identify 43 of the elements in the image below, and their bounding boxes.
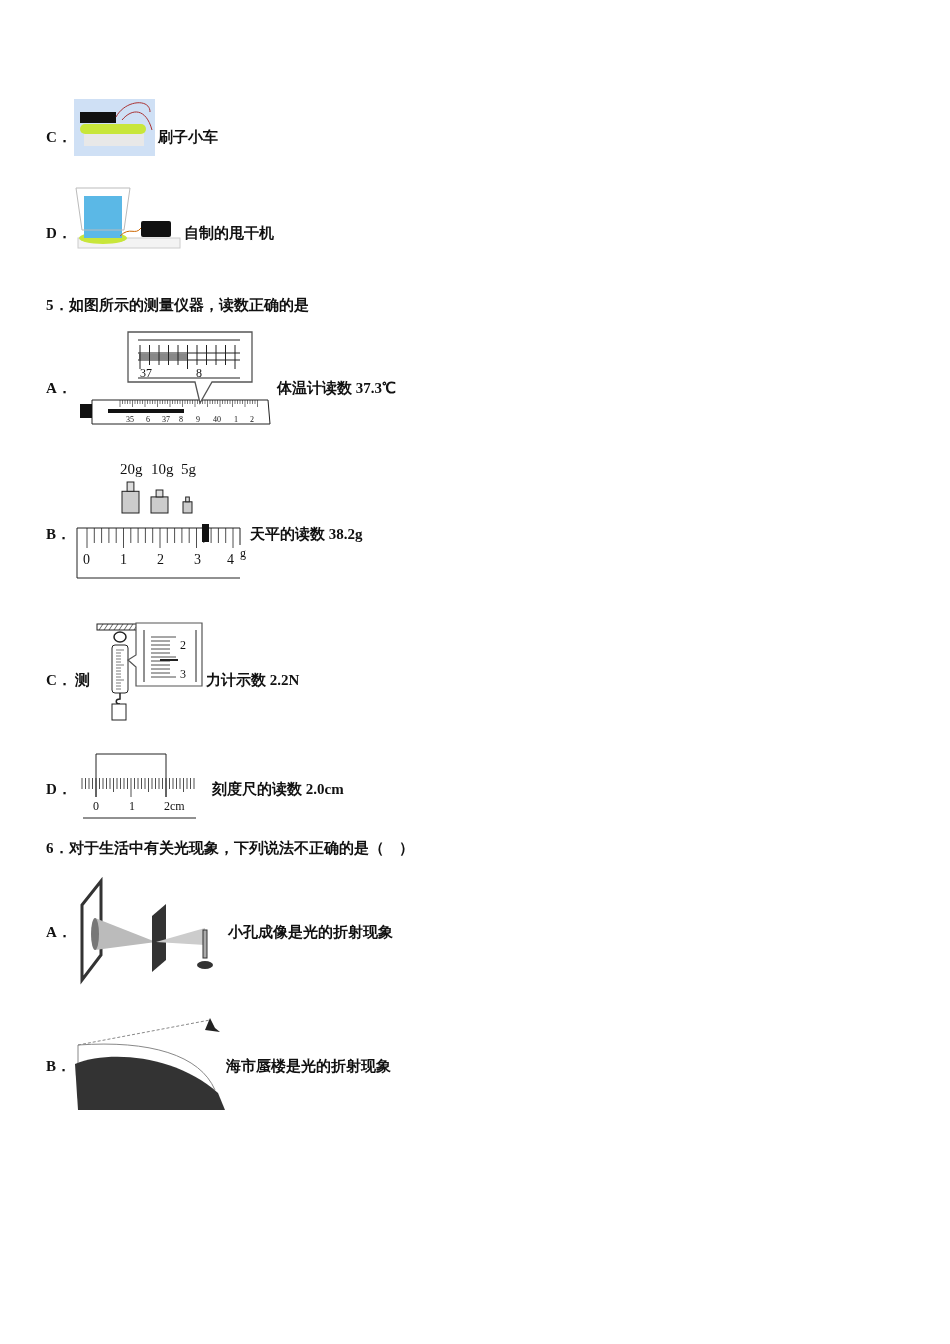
scale-number: 8	[179, 416, 183, 424]
scale-number: 3	[180, 668, 186, 680]
option-text: 力计示数 2.2N	[206, 672, 300, 688]
option-letter: C．	[46, 129, 72, 145]
scale-number: 37	[140, 367, 152, 379]
scale-number: 1	[129, 800, 135, 812]
option-text: 天平的读数 38.2g	[250, 526, 363, 542]
option-letter: B．	[46, 526, 71, 542]
scale-number: 1	[120, 553, 127, 567]
scale-number: 40	[213, 416, 221, 424]
scale-number: 37	[162, 416, 170, 424]
option-text: 自制的甩干机	[184, 225, 274, 241]
weight-label: 20g	[120, 461, 143, 477]
scale-number: 0	[93, 800, 99, 812]
scale-number: 4	[227, 553, 234, 567]
option-letter: A．	[46, 924, 72, 940]
option-text: 测	[75, 672, 90, 688]
option-letter: B．	[46, 1058, 71, 1074]
option-text: 刻度尺的读数 2.0cm	[212, 781, 344, 797]
scale-number: 1	[234, 416, 238, 424]
scale-number: 3	[194, 553, 201, 567]
scale-number: 2	[157, 553, 164, 567]
question-text: 5．如图所示的测量仪器，读数正确的是	[46, 297, 309, 313]
option-text: 海市蜃楼是光的折射现象	[226, 1058, 391, 1074]
option-text: 体温计读数 37.3℃	[277, 380, 396, 396]
scale-number: 35	[126, 416, 134, 424]
scale-number: 2	[180, 639, 186, 651]
scale-number: 6	[146, 416, 150, 424]
scale-number: 9	[196, 416, 200, 424]
option-letter: C．	[46, 672, 72, 688]
unit-label: g	[240, 547, 246, 559]
weight-label: 5g	[181, 461, 196, 477]
option-letter: D．	[46, 781, 72, 797]
option-letter: A．	[46, 380, 72, 396]
scale-number: 2cm	[164, 800, 185, 812]
scale-number: 8	[196, 367, 202, 379]
scale-number: 0	[83, 553, 90, 567]
option-letter: D．	[46, 225, 72, 241]
weight-label: 10g	[151, 461, 174, 477]
option-text: 刷子小车	[158, 129, 218, 145]
question-text: 6．对于生活中有关光现象，下列说法不正确的是（ ）	[46, 840, 414, 856]
scale-number: 2	[250, 416, 254, 424]
option-text: 小孔成像是光的折射现象	[228, 924, 393, 940]
